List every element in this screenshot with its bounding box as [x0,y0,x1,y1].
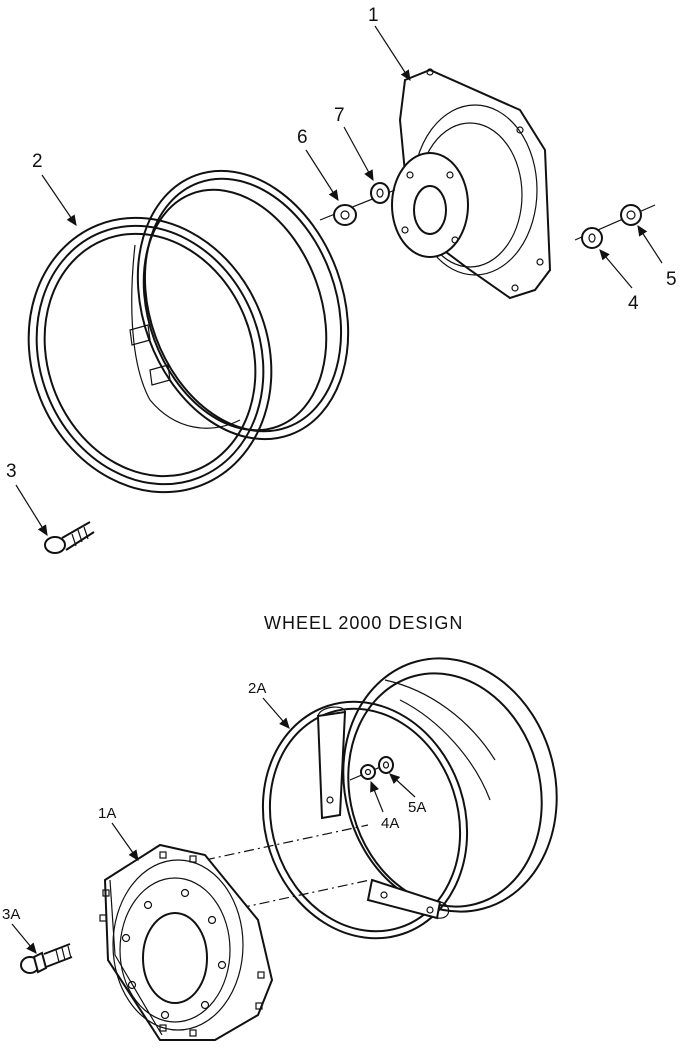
bolt-part-3a [20,943,73,974]
wheel-rim-part-2 [27,169,350,494]
callout-2a: 2A [248,680,266,697]
callout-6: 6 [297,127,308,148]
callout-4: 4 [628,293,639,314]
nut-part-6 [333,204,357,226]
nut-part-5 [620,204,642,226]
diagram-caption: WHEEL 2000 DESIGN [264,613,463,633]
callout-7: 7 [334,105,345,126]
callout-5: 5 [666,269,677,290]
washer-part-5a [378,756,394,774]
callout-2: 2 [32,151,43,172]
alignment-lines [204,824,371,909]
center-disc-part-1 [391,68,552,300]
nut-part-4a [360,764,376,780]
callout-1a: 1A [98,805,116,822]
leader-lines-top [15,25,663,537]
bolt-holes-1a [121,888,227,1020]
wheel-rim-part-2a [261,657,558,940]
callout-4a: 4A [381,815,399,832]
leader-lines-bottom [11,697,416,954]
washer-part-7 [370,182,390,204]
center-disc-part-1a [99,843,274,1041]
callout-3a: 3A [2,906,20,923]
carriage-bolt-part-3 [44,521,95,554]
rim-slots-1a [99,851,265,1037]
callout-3: 3 [6,461,17,482]
callout-1: 1 [368,5,379,26]
washer-part-4 [581,227,603,249]
callout-5a: 5A [408,799,426,816]
